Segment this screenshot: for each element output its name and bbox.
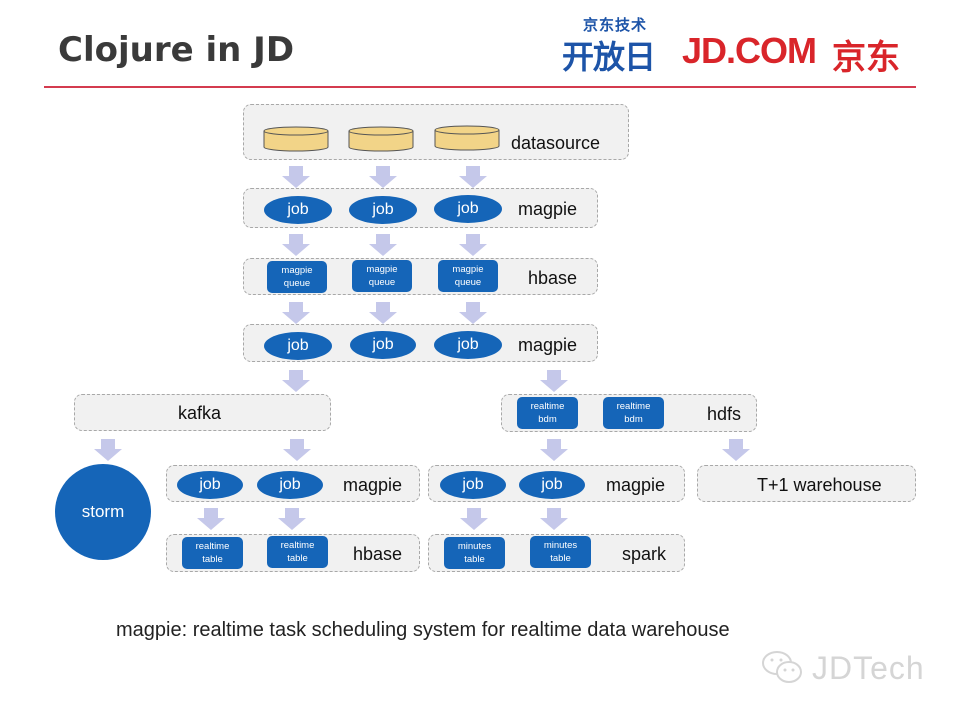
down-arrow-icon [540,439,568,461]
job-node: job [350,331,416,359]
title-divider [44,86,916,88]
database-icon [348,126,414,152]
job-node: job [177,471,243,499]
down-arrow-icon [278,508,306,530]
storm-node: storm [55,464,151,560]
spark-label: spark [622,544,667,564]
realtime-table-node: realtime table [267,536,328,568]
database-icon [263,126,329,152]
job-node: job [349,196,417,224]
down-arrow-icon [459,166,487,188]
job-node: job [440,471,506,499]
jd-com-logo: JD.COM [682,30,817,71]
down-arrow-icon [282,302,310,324]
down-arrow-icon [722,439,750,461]
realtime-bdm-node: realtime bdm [603,397,664,429]
job-node: job [434,195,502,223]
down-arrow-icon [369,302,397,324]
down-arrow-icon [459,234,487,256]
job-node: job [264,332,332,360]
watermark-text: JDTech [812,649,925,686]
magpie-label: magpie [343,475,403,495]
magpie-queue-node: magpie queue [352,260,412,292]
down-arrow-icon [540,508,568,530]
hbase-label: hbase [353,544,403,564]
kafka-label: kafka [178,403,222,423]
warehouse-label: T+1 warehouse [757,475,882,495]
realtime-table-node: realtime table [182,537,243,569]
magpie-label: magpie [606,475,666,495]
down-arrow-icon [369,234,397,256]
slide-title: Clojure in JD [58,30,295,70]
kafka-panel [74,394,331,431]
watermark: JDTech [760,648,925,688]
down-arrow-icon [540,370,568,392]
jd-open-day-logo: 开放日 [562,39,656,75]
minutes-table-node: minutes table [444,537,505,569]
down-arrow-icon [94,439,122,461]
down-arrow-icon [197,508,225,530]
job-node: job [434,331,502,359]
datasource-label: datasource [511,133,601,153]
magpie-queue-node: magpie queue [438,260,498,292]
minutes-table-node: minutes table [530,536,591,568]
database-icon [434,125,500,151]
warehouse-panel [697,465,916,502]
hbase-label: hbase [528,268,578,288]
wechat-icon [762,651,802,683]
down-arrow-icon [369,166,397,188]
down-arrow-icon [460,508,488,530]
down-arrow-icon [282,370,310,392]
jd-chinese-logo: 京东 [832,39,900,77]
job-node: job [264,196,332,224]
down-arrow-icon [282,166,310,188]
magpie-queue-node: magpie queue [267,261,327,293]
magpie-label: magpie [518,199,578,219]
realtime-bdm-node: realtime bdm [517,397,578,429]
job-node: job [257,471,323,499]
hdfs-label: hdfs [707,404,742,424]
down-arrow-icon [282,234,310,256]
down-arrow-icon [459,302,487,324]
job-node: job [519,471,585,499]
jd-tech-logo-small: 京东技术 [583,17,648,34]
caption: magpie: realtime task scheduling system … [116,619,730,641]
down-arrow-icon [283,439,311,461]
magpie-label: magpie [518,335,578,355]
